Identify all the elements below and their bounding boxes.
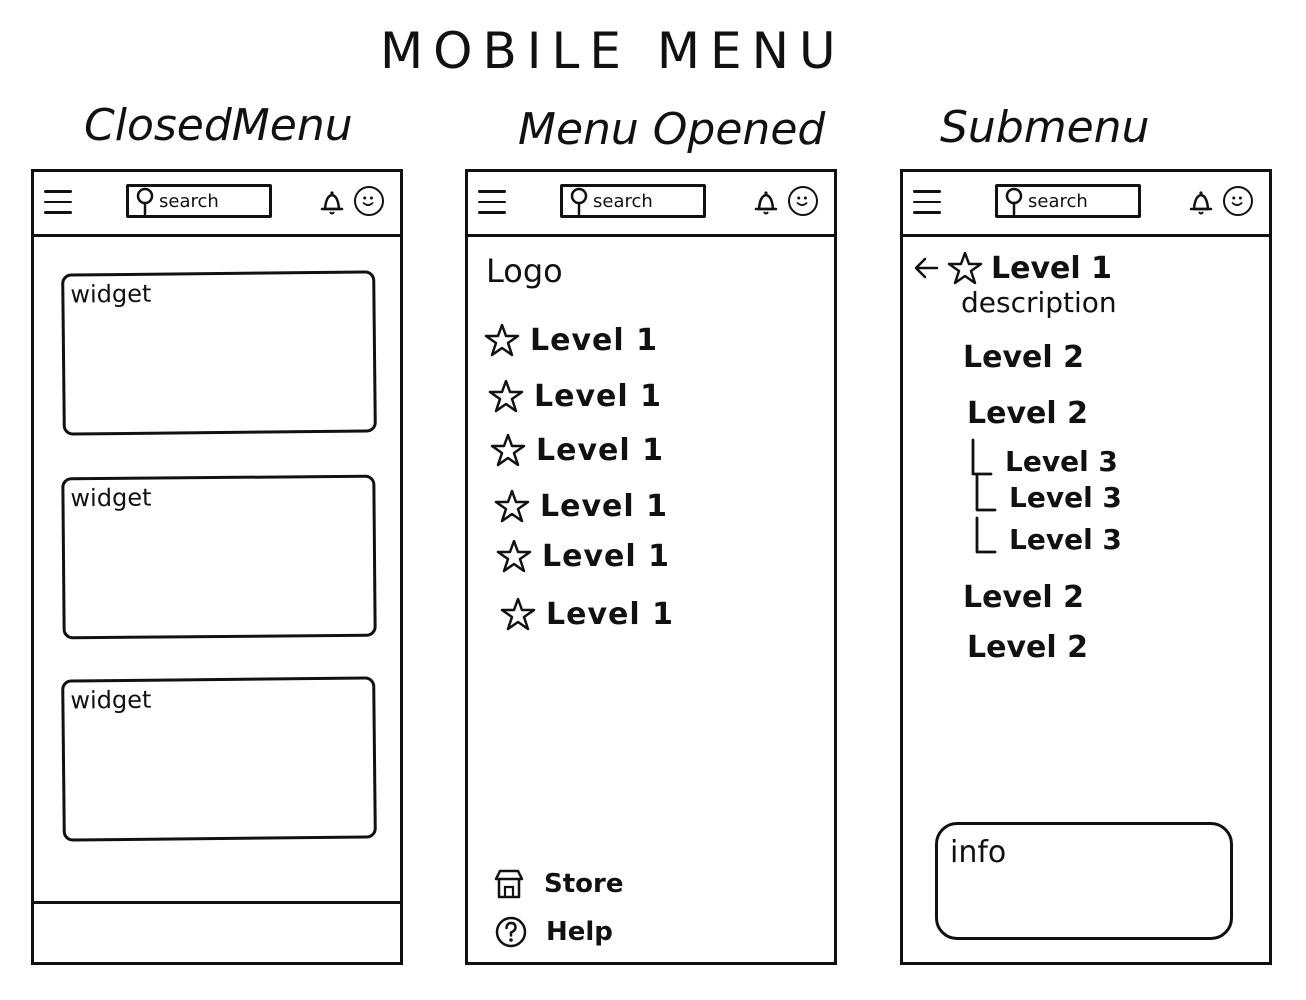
- star-icon: [496, 538, 532, 574]
- menu-item-label: Level 1: [534, 378, 662, 414]
- submenu-item-level-3[interactable]: Level 3: [971, 474, 1122, 514]
- info-box: info: [935, 822, 1233, 940]
- tree-branch-icon: [971, 474, 999, 514]
- widget-label: widget: [70, 685, 152, 715]
- tree-branch-icon: [967, 438, 995, 478]
- widget-card: widget: [61, 676, 377, 842]
- submenu-parent-description: description: [961, 286, 1117, 319]
- phone-submenu: search Level 1 description Level 2 Level…: [900, 169, 1272, 965]
- level-3-label: Level 3: [1005, 445, 1118, 478]
- avatar[interactable]: [1223, 186, 1253, 216]
- search-input[interactable]: search: [560, 184, 706, 218]
- panel-title-submenu: Submenu: [940, 102, 1150, 153]
- submenu-item-level-2[interactable]: Level 2: [963, 340, 1084, 375]
- star-icon: [484, 322, 520, 358]
- search-label: search: [593, 190, 653, 212]
- menu-item-label: Level 1: [530, 322, 658, 358]
- hamburger-icon[interactable]: [44, 190, 72, 216]
- widget-label: widget: [70, 483, 152, 513]
- submenu-item-level-3[interactable]: Level 3: [967, 438, 1118, 478]
- submenu-header: Level 1: [911, 250, 1112, 286]
- star-icon: [947, 250, 983, 286]
- menu-item-level-1[interactable]: Level 1: [500, 592, 674, 636]
- menu-item-level-1[interactable]: Level 1: [494, 484, 668, 528]
- top-bar: search: [903, 172, 1269, 237]
- search-input[interactable]: search: [995, 184, 1141, 218]
- menu-item-level-1[interactable]: Level 1: [484, 318, 658, 362]
- hamburger-icon[interactable]: [478, 190, 506, 216]
- submenu-item-level-2[interactable]: Level 2: [967, 630, 1088, 665]
- help-label: Help: [546, 917, 613, 947]
- level-3-label: Level 3: [1009, 481, 1122, 514]
- search-icon: [569, 186, 591, 216]
- back-arrow-icon[interactable]: [911, 253, 943, 283]
- smiley-icon: [790, 188, 815, 213]
- info-label: info: [950, 835, 1007, 870]
- page-title: MOBILE MENU: [380, 22, 846, 80]
- menu-footer-store[interactable]: Store: [492, 864, 623, 904]
- menu-logo[interactable]: Logo: [486, 252, 563, 290]
- search-label: search: [1028, 190, 1088, 212]
- menu-item-label: Level 1: [542, 538, 670, 574]
- menu-item-label: Level 1: [536, 432, 664, 468]
- search-icon: [135, 186, 157, 216]
- menu-item-level-1[interactable]: Level 1: [490, 428, 664, 472]
- level-3-label: Level 3: [1009, 523, 1122, 556]
- avatar[interactable]: [354, 186, 384, 216]
- avatar[interactable]: [788, 186, 818, 216]
- bottom-bar: [34, 901, 400, 962]
- star-icon: [494, 488, 530, 524]
- star-icon: [500, 596, 536, 632]
- phone-menu-opened: search Logo Level 1 Level 1 Level 1 Leve…: [465, 169, 837, 965]
- menu-item-label: Level 1: [540, 488, 668, 524]
- smiley-icon: [1225, 188, 1250, 213]
- help-icon: [494, 915, 528, 949]
- bell-icon[interactable]: [754, 190, 778, 216]
- search-icon: [1004, 186, 1026, 216]
- top-bar: search: [34, 172, 400, 237]
- submenu-parent-label: Level 1: [991, 250, 1112, 286]
- smiley-icon: [356, 188, 381, 213]
- submenu-item-level-2[interactable]: Level 2: [967, 396, 1088, 431]
- menu-item-level-1[interactable]: Level 1: [496, 534, 670, 578]
- widget-label: widget: [70, 279, 152, 309]
- tree-branch-icon: [971, 516, 999, 556]
- star-icon: [490, 432, 526, 468]
- widget-card: widget: [61, 270, 377, 436]
- search-label: search: [159, 190, 219, 212]
- search-input[interactable]: search: [126, 184, 272, 218]
- phone-closed-menu: search widget widget widget: [31, 169, 403, 965]
- menu-item-label: Level 1: [546, 596, 674, 632]
- submenu-item-level-3[interactable]: Level 3: [971, 516, 1122, 556]
- bell-icon[interactable]: [1189, 190, 1213, 216]
- store-label: Store: [544, 869, 624, 899]
- menu-footer-help[interactable]: Help: [494, 912, 613, 952]
- panel-title-closed: ClosedMenu: [84, 100, 353, 151]
- star-icon: [488, 378, 524, 414]
- panel-title-opened: Menu Opened: [518, 104, 826, 155]
- top-bar: search: [468, 172, 834, 237]
- menu-item-level-1[interactable]: Level 1: [488, 374, 662, 418]
- bell-icon[interactable]: [320, 190, 344, 216]
- widget-card: widget: [61, 474, 377, 640]
- submenu-item-level-2[interactable]: Level 2: [963, 580, 1084, 615]
- store-icon: [492, 867, 526, 901]
- hamburger-icon[interactable]: [913, 190, 941, 216]
